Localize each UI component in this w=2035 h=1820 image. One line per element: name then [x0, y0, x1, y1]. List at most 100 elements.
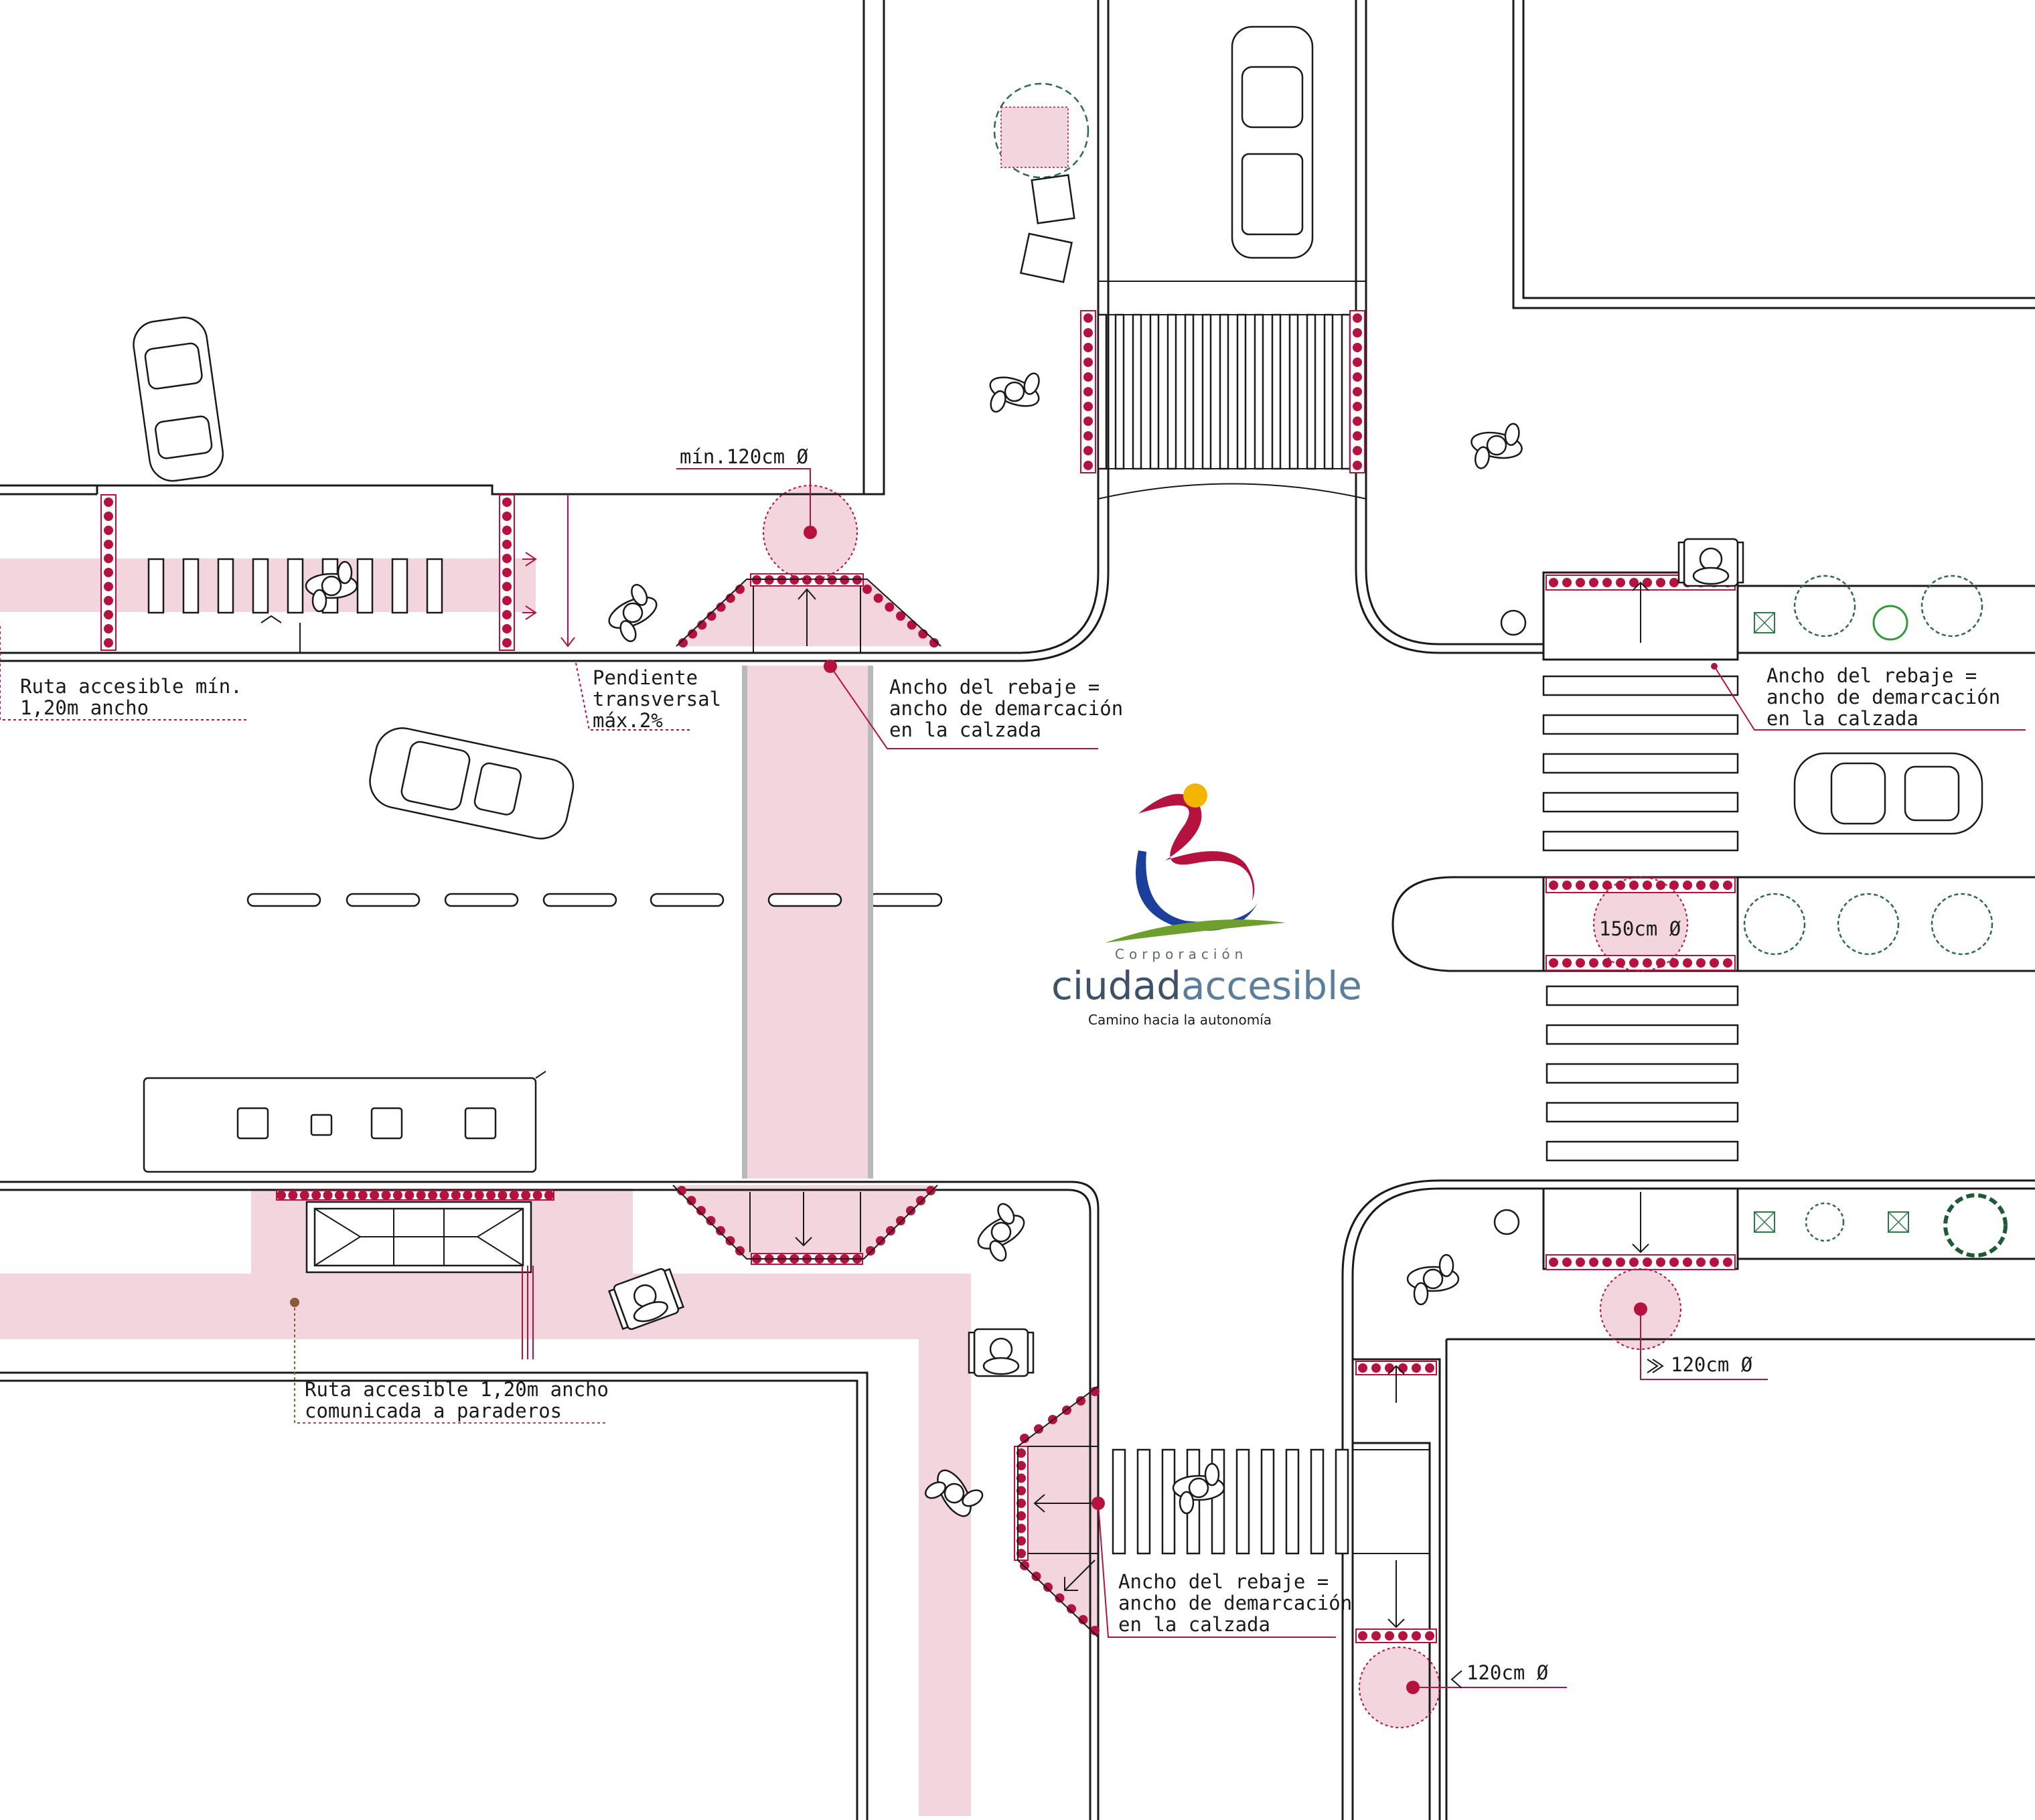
tactile-dot: [334, 1191, 344, 1200]
tactile-dot: [1696, 958, 1706, 968]
tactile-dot: [697, 620, 707, 630]
tree-icon: [1837, 893, 1900, 956]
car-icon: [1793, 752, 1983, 835]
tactile-dot: [502, 540, 512, 549]
crossing-stripe: [1546, 1024, 1739, 1045]
crossing-stripe: [1542, 714, 1739, 735]
tactile-dot: [1602, 881, 1612, 890]
tactile-dot: [1083, 343, 1093, 352]
tactile-dot: [381, 1191, 391, 1200]
crossing-stripe: [426, 558, 443, 614]
crossing-stripe: [356, 558, 374, 614]
label-120a: 120cm Ø: [1671, 1353, 1752, 1376]
tactile-dot: [1016, 1511, 1026, 1521]
tactile-dot: [502, 596, 512, 605]
tactile-dot: [104, 554, 113, 563]
wheelchair-user-icon: [1677, 538, 1744, 587]
tactile-dot: [1353, 446, 1362, 455]
diagram-labels: Ruta accesible mín. 1,20m ancho Pendient…: [20, 445, 2000, 1689]
tactile-dot: [1083, 431, 1093, 441]
label-pendiente-line2: transversal: [593, 688, 721, 710]
tactile-dot: [1669, 881, 1679, 890]
tactile-dot: [1562, 578, 1572, 587]
label-ancho2-line2: ancho de demarcación: [1766, 686, 2000, 708]
brand-name: ciudadaccesible: [1051, 963, 1362, 1008]
pedestrian-icon: [1471, 423, 1523, 469]
tree-icon: [1931, 893, 1993, 956]
car-icon: [133, 316, 224, 482]
tactile-dot: [1656, 1258, 1665, 1267]
lane-dash: [650, 893, 725, 907]
tactile-dot: [1425, 1363, 1434, 1373]
street-furniture: [993, 82, 2008, 1258]
tactile-dot: [1669, 958, 1679, 968]
label-min120: mín.120cm Ø: [680, 445, 808, 468]
tactile-dot: [323, 1191, 333, 1200]
accessible-zones: [0, 485, 1687, 1816]
tactile-dot: [1616, 1258, 1625, 1267]
tactile-dot: [1353, 387, 1362, 396]
tree-icon: [1805, 1202, 1845, 1242]
tactile-dot: [876, 1236, 885, 1245]
tactile-dot: [1083, 402, 1093, 411]
tactile-dot: [1562, 958, 1572, 968]
tactile-dot: [873, 593, 883, 603]
tactile-dot: [1020, 1561, 1029, 1570]
tactile-dot: [1589, 881, 1598, 890]
tactile-dot: [509, 1191, 519, 1200]
crossing-stripe: [182, 558, 200, 614]
tactile-dot: [1723, 1258, 1732, 1267]
car-icon: [1231, 25, 1314, 259]
lane-dash: [868, 893, 943, 907]
tactile-dot: [1353, 402, 1362, 411]
tactile-dot: [1562, 1258, 1572, 1267]
lane-dash: [246, 893, 321, 907]
curb-ramps: [260, 579, 1649, 1638]
label-pendiente-line1: Pendiente: [593, 666, 698, 689]
tactile-dot: [906, 1206, 915, 1215]
tactile-dot: [1589, 578, 1598, 587]
brand-tagline: Camino hacia la autonomía: [1088, 1012, 1272, 1028]
crossing-stripe: [1285, 1448, 1300, 1555]
tactile-dot: [1589, 958, 1598, 968]
tactile-dot: [678, 638, 688, 648]
tactile-dot: [1371, 1363, 1381, 1373]
label-ancho3-line2: ancho de demarcación: [1118, 1592, 1352, 1614]
pedestrian-icon: [305, 560, 358, 613]
crossing-stripe: [1161, 1448, 1176, 1555]
crossing-stripe: [1112, 1448, 1126, 1555]
tactile-dot: [1549, 578, 1558, 587]
tactile-dot: [1412, 1363, 1421, 1373]
tactile-dot: [735, 1246, 745, 1256]
tactile-dot: [1656, 881, 1665, 890]
tactile-dot: [104, 582, 113, 591]
tactile-dot: [439, 1191, 449, 1200]
crossing-stripe: [1546, 1063, 1739, 1084]
tactile-dot: [1576, 578, 1585, 587]
crossing-stripe: [1546, 1140, 1739, 1162]
label-ancho2-line3: en la calzada: [1766, 707, 1918, 730]
crossing-stripe: [1097, 313, 1108, 470]
label-120b: 120cm Ø: [1466, 1661, 1548, 1684]
tactile-dot: [1353, 358, 1362, 367]
crossing-stripe: [1341, 313, 1351, 470]
pedestrian-icon: [1172, 1462, 1225, 1515]
tactile-dot: [1043, 1582, 1053, 1592]
tactile-dot: [1656, 578, 1665, 587]
crossing-stripe: [1166, 313, 1177, 470]
crossing-stripe: [1310, 1448, 1325, 1555]
tactile-dot: [1723, 881, 1732, 890]
tactile-dot: [1016, 1460, 1026, 1470]
crossing-stripe: [1323, 313, 1334, 470]
tactile-dot: [104, 610, 113, 619]
tactile-dot: [1616, 578, 1625, 587]
tactile-dot: [677, 1186, 686, 1195]
tactile-dot: [1020, 1434, 1029, 1443]
vehicles: [133, 25, 1983, 1274]
wheelchair-user-icon: [608, 1268, 684, 1331]
tactile-dot: [1353, 313, 1362, 323]
lane-dash: [542, 893, 617, 907]
tactile-dot: [1083, 372, 1093, 382]
tactile-dot: [532, 1191, 542, 1200]
tactile-dot: [896, 611, 905, 621]
